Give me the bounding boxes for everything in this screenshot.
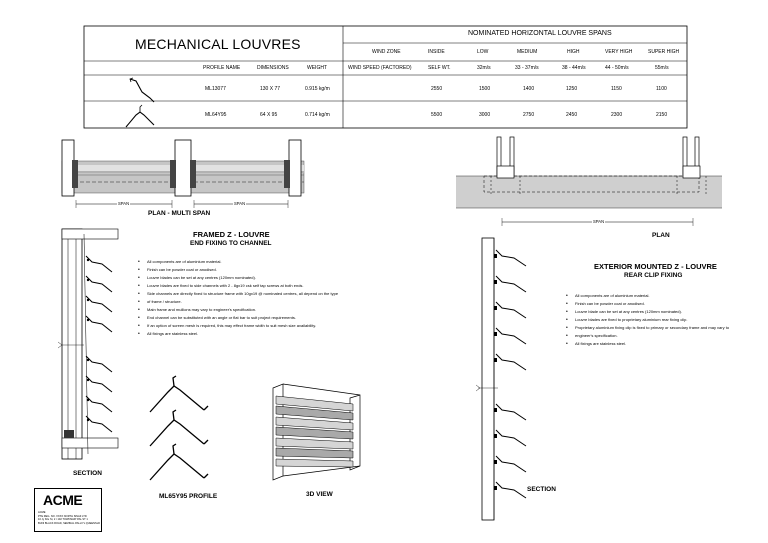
table-row: 1400 (523, 86, 535, 92)
section-caption-left: SECTION (73, 470, 102, 477)
table-row: 2300 (611, 112, 623, 118)
list-item: engineer's specification. (566, 332, 729, 340)
table-row: 0.915 kg/m (305, 86, 330, 92)
list-item: of frame / structure. (138, 298, 338, 306)
address-line: ACME (38, 511, 46, 514)
table-row: 3000 (479, 112, 491, 118)
list-item: Finish can be powder coat or anodised. (566, 300, 729, 308)
col-very-high: VERY HIGH (605, 49, 633, 55)
table-row: 1100 (656, 86, 667, 92)
col-weight: WEIGHT (307, 65, 327, 71)
list-item: All fixings are stainless steel. (566, 340, 729, 348)
table-row: 0.714 kg/m (305, 112, 330, 118)
col-high: HIGH (567, 49, 580, 55)
list-item: Louvre blades are fixed to proprietary a… (566, 316, 729, 324)
col-super-high: SUPER HIGH (648, 49, 680, 55)
list-item: End channel can be substituted with an a… (138, 314, 338, 322)
list-item: If an option of screen mesh is required,… (138, 322, 338, 330)
company-address: ACME PTE REG. NO. XXXX NORTH ISNAZ LTD 1… (38, 511, 100, 525)
col-speed-high: 38 - 44m/s (562, 65, 586, 71)
table-row: 5500 (431, 112, 443, 118)
col-speed-super-high: 55m/s (655, 65, 669, 71)
col-wind-zone: WIND ZONE (372, 49, 401, 55)
profile-caption: ML65Y95 PROFILE (159, 493, 218, 500)
list-item: Louvre blades can be set at any centres … (138, 274, 338, 282)
list-item: All components are of aluminium material… (566, 292, 729, 300)
table-row: 2550 (431, 86, 443, 92)
profile-icon-y (125, 104, 155, 128)
exterior-title: EXTERIOR MOUNTED Z - LOUVRE (594, 262, 717, 271)
exterior-subtitle: REAR CLIP FIXING (624, 272, 683, 279)
list-item: Side channels are directly fixed to stru… (138, 290, 338, 298)
dimension-label: SPAN (233, 201, 247, 206)
table-row: 130 X 77 (260, 86, 281, 92)
list-item: Louvre blades are fixed to side channels… (138, 282, 338, 290)
col-self-wt: SELF WT. (428, 65, 451, 71)
framed-subtitle: END FIXING TO CHANNEL (190, 240, 272, 247)
table-row: 1150 (611, 86, 622, 92)
col-inside: INSIDE (428, 49, 445, 55)
list-item: Proprietary aluminium fixing clip is fix… (566, 324, 729, 332)
table-row: 64 X 95 (260, 112, 278, 118)
plan-caption: PLAN (652, 232, 670, 239)
list-item: Main frame and mullions may vary to engi… (138, 306, 338, 314)
col-dimensions: DIMENSIONS (257, 65, 289, 71)
table-row: ML64Y95 (205, 112, 227, 118)
span-heading: NOMINATED HORIZONTAL LOUVRE SPANS (468, 30, 612, 37)
3d-view-caption: 3D VIEW (306, 491, 333, 498)
list-item: Louvre blade can be set at any centres (… (566, 308, 729, 316)
company-logo-box: ACME ACME PTE REG. NO. XXXX NORTH ISNAZ … (34, 488, 102, 532)
col-wind-speed: WIND SPEED (FACTORED) (348, 65, 412, 71)
framed-title: FRAMED Z - LOUVRE (193, 230, 270, 239)
company-logo: ACME (43, 492, 83, 508)
exterior-notes-list: All components are of aluminium material… (566, 292, 729, 348)
table-row: 2750 (523, 112, 535, 118)
dimension-label: SPAN (592, 219, 606, 224)
address-line: BUNI BLACK ROAD, SEMINAL PALLIYL QUEENSL… (38, 521, 101, 525)
col-low: LOW (477, 49, 489, 55)
table-row: 2450 (566, 112, 578, 118)
col-speed-medium: 33 - 37m/s (515, 65, 539, 71)
col-speed-very-high: 44 - 50m/s (605, 65, 629, 71)
col-medium: MEDIUM (517, 49, 538, 55)
table-row: 2150 (656, 112, 668, 118)
address-line: PTE REG. NO. XXXX NORTH ISNAZ LTD (38, 514, 87, 518)
plan-multi-span-caption: PLAN - MULTI SPAN (148, 210, 211, 217)
address-line: 10 Jy Kilu St, 2 / 102 TOWNSHIP PAL ST 1 (38, 518, 88, 522)
list-item: Finish can be powder coat or anodised. (138, 266, 338, 274)
profile-icon-z (129, 77, 155, 103)
table-row: ML13077 (205, 86, 226, 92)
table-row: 1250 (566, 86, 578, 92)
table-title: MECHANICAL LOUVRES (135, 36, 301, 52)
col-speed-low: 32m/s (477, 65, 491, 71)
framed-notes-list: All components are of aluminium material… (138, 258, 338, 338)
dimension-label: SPAN (117, 201, 131, 206)
section-caption-right: SECTION (527, 486, 556, 493)
list-item: All fixings are stainless steel. (138, 330, 338, 338)
table-row: 1500 (479, 86, 491, 92)
col-profile-name: PROFILE NAME (203, 65, 241, 71)
list-item: All components are of aluminium material… (138, 258, 338, 266)
